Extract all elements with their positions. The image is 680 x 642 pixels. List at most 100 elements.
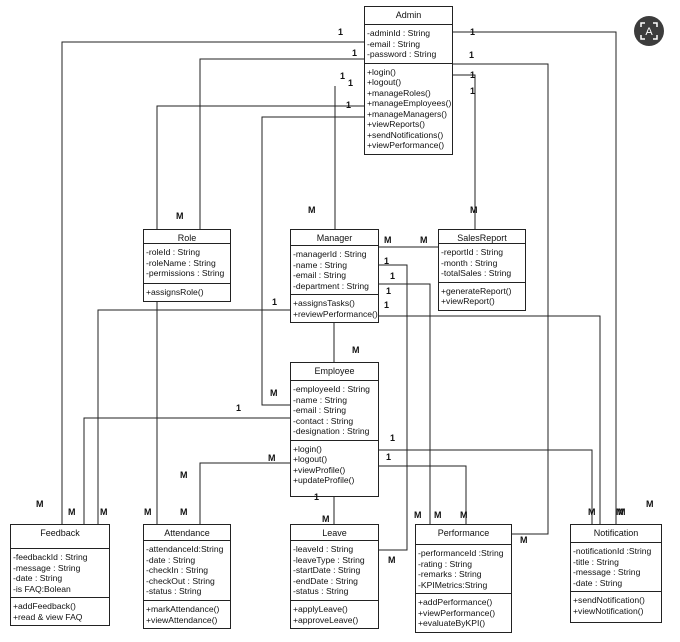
- attribute: -date : String: [146, 554, 196, 565]
- attribute: -employeeId : String: [293, 384, 370, 394]
- method: +login(): [367, 66, 396, 77]
- method: +manageEmployees(): [367, 98, 452, 108]
- method: +sendNotifications(): [367, 129, 444, 140]
- attributes-section: -notificationId :String-title : String-m…: [571, 543, 661, 592]
- multiplicity-label: M: [646, 499, 654, 509]
- attribute: -password : String: [367, 49, 437, 59]
- methods-section: +assignsRole(): [144, 284, 230, 301]
- method: +viewPerformance(): [367, 140, 445, 150]
- class-title: Admin: [365, 7, 452, 25]
- class-title: Performance: [416, 525, 511, 545]
- method: +addFeedback(): [13, 601, 76, 611]
- methods-section: +generateReport()+viewReport(): [439, 283, 525, 310]
- multiplicity-label: M: [420, 235, 428, 245]
- attribute: -notificationId :String: [573, 546, 652, 556]
- assoc-admin-attendance: [156, 105, 364, 524]
- assoc-admin-employee: [261, 116, 364, 406]
- attribute: -permissions : String: [146, 268, 225, 278]
- method: +read & view FAQ: [13, 611, 83, 622]
- method: +generateReport(): [441, 285, 512, 296]
- multiplicity-label: M: [180, 470, 188, 480]
- method: +updateProfile(): [293, 475, 355, 485]
- class-title: SalesReport: [439, 230, 525, 244]
- attribute: -designation : String: [293, 426, 370, 436]
- attribute: -attendanceId:String: [146, 544, 224, 554]
- multiplicity-label: 1: [386, 452, 392, 462]
- methods-section: +assignsTasks()+reviewPerformance(): [291, 295, 378, 322]
- method: +sendNotification(): [573, 595, 645, 605]
- methods-section: +sendNotification()+viewNotification(): [571, 592, 661, 622]
- attribute: -leaveId : String: [293, 544, 354, 554]
- multiplicity-label: 1: [338, 27, 344, 37]
- attribute: -performanceId :String: [418, 548, 504, 558]
- multiplicity-label: M: [180, 507, 188, 517]
- lens-glyph: A: [640, 22, 658, 40]
- method: +markAttendance(): [146, 604, 220, 614]
- attribute: -endDate : String: [293, 575, 358, 586]
- multiplicity-label: M: [384, 235, 392, 245]
- multiplicity-label: M: [388, 555, 396, 565]
- attributes-section: -reportId : String-month : String-totalS…: [439, 244, 525, 283]
- multiplicity-label: M: [36, 499, 44, 509]
- class-notification: Notification-notificationId :String-titl…: [570, 524, 662, 623]
- multiplicity-label: M: [308, 205, 316, 215]
- class-leave: Leave-leaveId : String-leaveType : Strin…: [290, 524, 379, 629]
- attribute: -email : String: [293, 270, 347, 280]
- class-feedback: Feedback-feedbackId : String-message : S…: [10, 524, 110, 626]
- method: +assignsTasks(): [293, 298, 355, 308]
- attributes-section: -performanceId :String-rating : String-r…: [416, 545, 511, 594]
- class-attendance: Attendance -attendanceId:String-date : St…: [143, 524, 231, 629]
- attribute: -feedbackId : String: [13, 552, 88, 562]
- method: +applyLeave(): [293, 604, 348, 614]
- multiplicity-label: 1: [384, 300, 390, 310]
- method: +logout(): [367, 77, 402, 87]
- assoc-employee-notification: [379, 449, 593, 524]
- attributes-section: -feedbackId : String-message : String-da…: [11, 549, 109, 598]
- attribute: -message : String: [13, 562, 81, 573]
- assoc-employee-attendance: [199, 462, 290, 524]
- multiplicity-label: 1: [236, 403, 242, 413]
- method: +viewAttendance(): [146, 614, 218, 625]
- multiplicity-label: M: [322, 514, 330, 524]
- method: +evaluateByKPI(): [418, 618, 486, 628]
- multiplicity-label: M: [520, 535, 528, 545]
- method: +approveLeave(): [293, 614, 359, 625]
- multiplicity-label: 1: [386, 286, 392, 296]
- attribute: -checkOut : String: [146, 575, 215, 586]
- multiplicity-label: M: [434, 510, 442, 520]
- class-title: Employee: [291, 363, 378, 381]
- attribute: -leaveType : String: [293, 554, 365, 565]
- attributes-section: -roleId : String-roleName : String-permi…: [144, 244, 230, 284]
- multiplicity-label: M: [618, 507, 626, 517]
- methods-section: +markAttendance()+viewAttendance(): [144, 601, 230, 628]
- method: +viewPerformance(): [418, 607, 496, 618]
- attribute: -checkIn : String: [146, 565, 209, 575]
- class-admin: Admin-adminId : String-email : String-pa…: [364, 6, 453, 155]
- attribute: -department : String: [293, 280, 369, 291]
- class-title: Attendance: [144, 525, 230, 541]
- attribute: -status : String: [293, 586, 349, 596]
- attribute: -status : String: [146, 586, 202, 596]
- attribute: -date : String: [13, 573, 63, 583]
- multiplicity-label: M: [270, 388, 278, 398]
- methods-section: +login()+logout()+manageRoles()+manageEm…: [365, 64, 452, 154]
- attribute: -title : String: [573, 556, 619, 567]
- assoc-admin-performance: [452, 63, 549, 535]
- multiplicity-label: M: [268, 453, 276, 463]
- text-lens-icon[interactable]: A: [634, 16, 664, 46]
- method: +addPerformance(): [418, 597, 493, 607]
- assoc-manager-feedback: [97, 309, 290, 524]
- attribute: -is FAQ:Bolean: [13, 583, 71, 594]
- multiplicity-label: 1: [352, 48, 358, 58]
- class-title: Manager: [291, 230, 378, 246]
- multiplicity-label: M: [352, 345, 360, 355]
- class-role: Role-roleId : String-roleName : String-p…: [143, 229, 231, 302]
- multiplicity-label: 1: [272, 297, 278, 307]
- methods-section: +addFeedback()+read & view FAQ: [11, 598, 109, 625]
- multiplicity-label: 1: [469, 50, 475, 60]
- method: +logout(): [293, 454, 328, 464]
- svg-text:A: A: [645, 26, 653, 38]
- multiplicity-label: 1: [314, 492, 320, 502]
- method: +viewReports(): [367, 119, 426, 129]
